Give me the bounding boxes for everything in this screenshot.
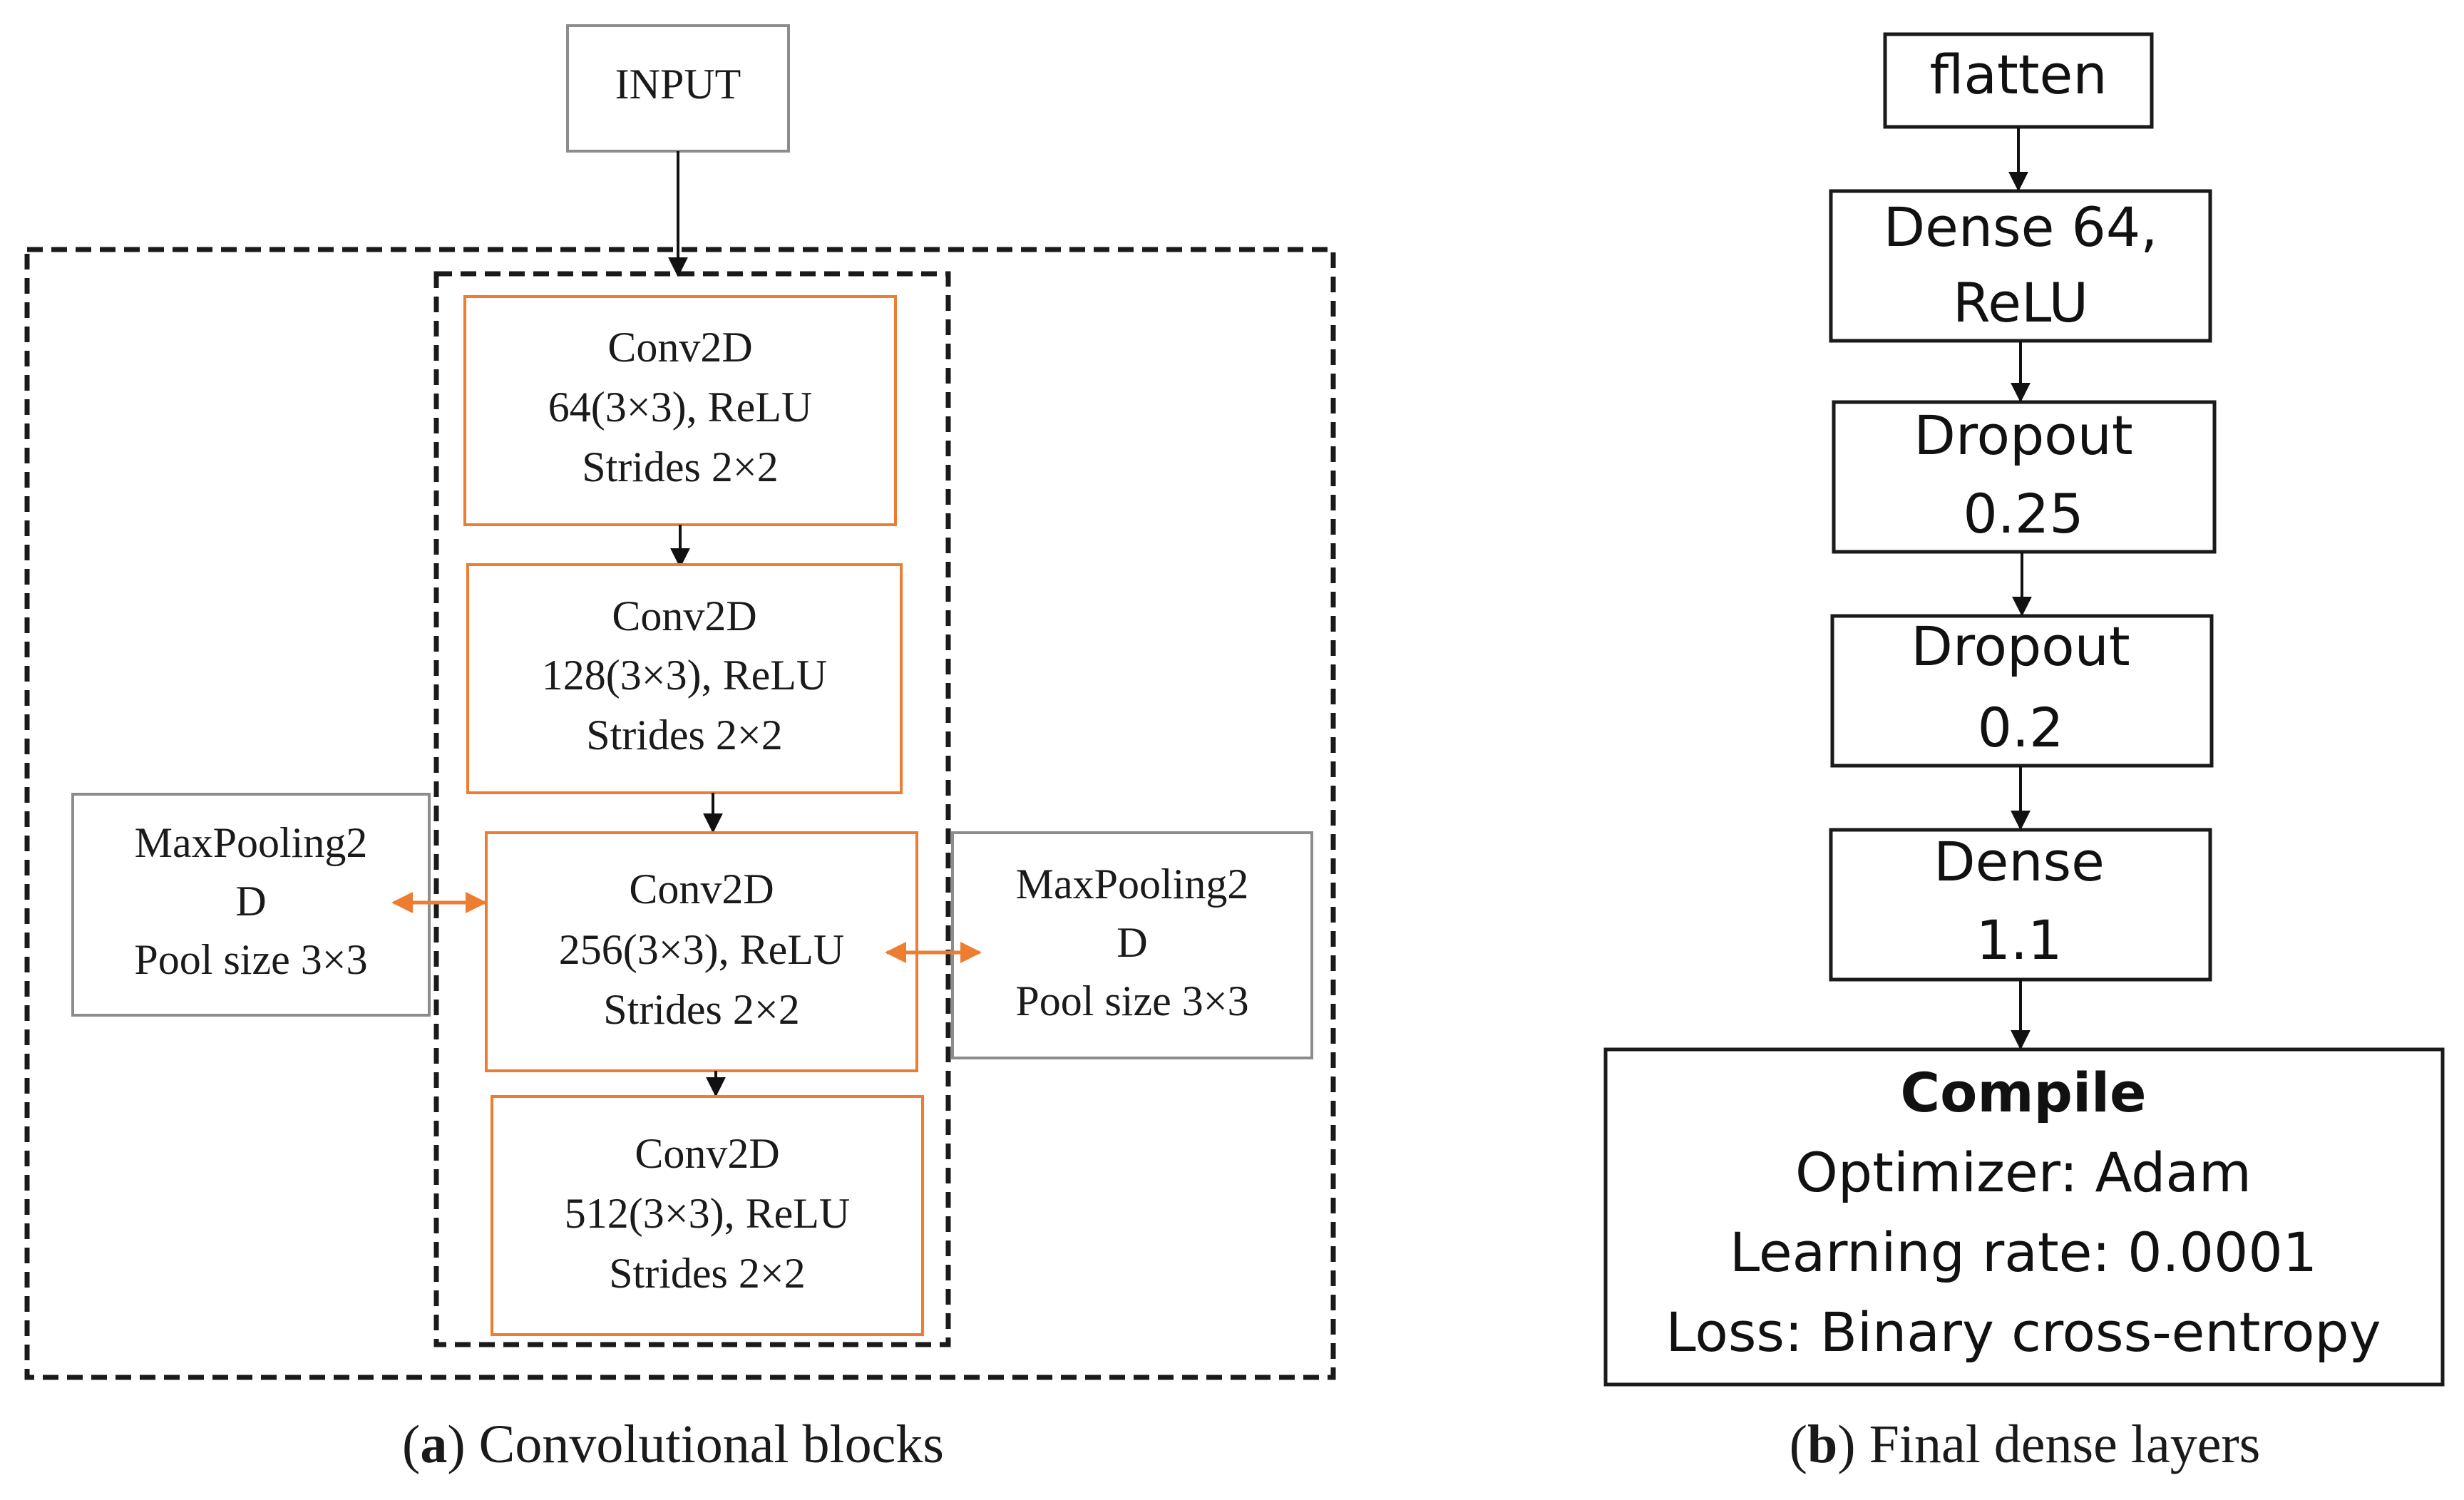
conv-block-1: Conv2D 64(3×3), ReLU Strides 2×2: [463, 295, 897, 526]
dense-out-line2: 1.1: [1976, 908, 2063, 972]
dense-out-line1: Dense: [1934, 830, 2105, 893]
compile-learning-rate: Learning rate: 0.0001: [1730, 1221, 2317, 1284]
dropout1-node: Dropout 0.25: [1832, 400, 2217, 554]
maxpool-right: MaxPooling2 D Pool size 3×3: [951, 831, 1313, 1059]
flatten-node: flatten: [1883, 32, 2154, 129]
dropout2-line2: 0.2: [1978, 696, 2064, 759]
caption-b-text: Final dense layers: [1869, 1414, 2261, 1474]
input-node: INPUT: [566, 24, 790, 153]
maxpool-right-line1: MaxPooling2: [1016, 861, 1249, 908]
conv1-line2: 64(3×3), ReLU: [548, 384, 812, 431]
maxpool-right-line3: Pool size 3×3: [1015, 977, 1248, 1024]
dense-out-node: Dense 1.1: [1829, 828, 2212, 982]
conv3-line3: Strides 2×2: [603, 986, 800, 1033]
dropout2-line1: Dropout: [1911, 615, 2130, 678]
conv4-line2: 512(3×3), ReLU: [565, 1190, 850, 1237]
maxpool-left: MaxPooling2 D Pool size 3×3: [71, 793, 431, 1017]
conv3-line1: Conv2D: [629, 865, 774, 913]
outer-dashed-region: [24, 247, 1336, 1380]
dropout2-node: Dropout 0.2: [1830, 614, 2214, 768]
conv2-line2: 128(3×3), ReLU: [542, 652, 827, 699]
caption-a-text: Convolutional blocks: [479, 1414, 944, 1474]
compile-node: Compile Optimizer: Adam Learning rate: 0…: [1603, 1047, 2445, 1387]
maxpool-left-line3: Pool size 3×3: [134, 936, 367, 983]
conv-block-3: Conv2D 256(3×3), ReLU Strides 2×2: [485, 831, 918, 1072]
caption-a: (a) Convolutional blocks: [402, 1414, 944, 1474]
panel-b: flatten Dense 64, ReLU Dropout 0.25 Drop…: [1603, 32, 2445, 1474]
compile-loss: Loss: Binary cross-entropy: [1665, 1300, 2381, 1364]
compile-optimizer: Optimizer: Adam: [1795, 1141, 2252, 1204]
inner-dashed-region: [433, 271, 951, 1347]
conv3-line2: 256(3×3), ReLU: [559, 926, 844, 973]
dropout1-line1: Dropout: [1914, 404, 2132, 467]
caption-b: (b) Final dense layers: [1790, 1414, 2261, 1474]
dropout1-line2: 0.25: [1963, 482, 2083, 545]
flatten-label: flatten: [1930, 43, 2108, 106]
dense64-node: Dense 64, ReLU: [1829, 189, 2212, 343]
maxpool-left-line2: D: [235, 878, 266, 925]
conv4-line3: Strides 2×2: [609, 1250, 806, 1297]
conv2-line1: Conv2D: [612, 592, 756, 639]
caption-a-letter: a: [420, 1414, 447, 1474]
conv1-line1: Conv2D: [607, 324, 752, 371]
caption-b-letter: b: [1807, 1414, 1837, 1474]
dense64-line2: ReLU: [1953, 271, 2088, 334]
panel-a: INPUT Conv2D 64(3×3), ReLU Strides 2×2 C…: [24, 24, 1336, 1474]
conv-block-4: Conv2D 512(3×3), ReLU Strides 2×2: [491, 1095, 924, 1336]
maxpool-left-line1: MaxPooling2: [135, 819, 368, 866]
conv-block-2: Conv2D 128(3×3), ReLU Strides 2×2: [466, 563, 903, 794]
input-label: INPUT: [615, 61, 741, 108]
dense64-line1: Dense 64,: [1884, 195, 2158, 259]
conv4-line1: Conv2D: [635, 1130, 779, 1177]
compile-title: Compile: [1900, 1061, 2146, 1124]
conv2-line3: Strides 2×2: [586, 712, 783, 759]
conv1-line3: Strides 2×2: [582, 443, 779, 490]
maxpool-right-line2: D: [1116, 919, 1147, 966]
